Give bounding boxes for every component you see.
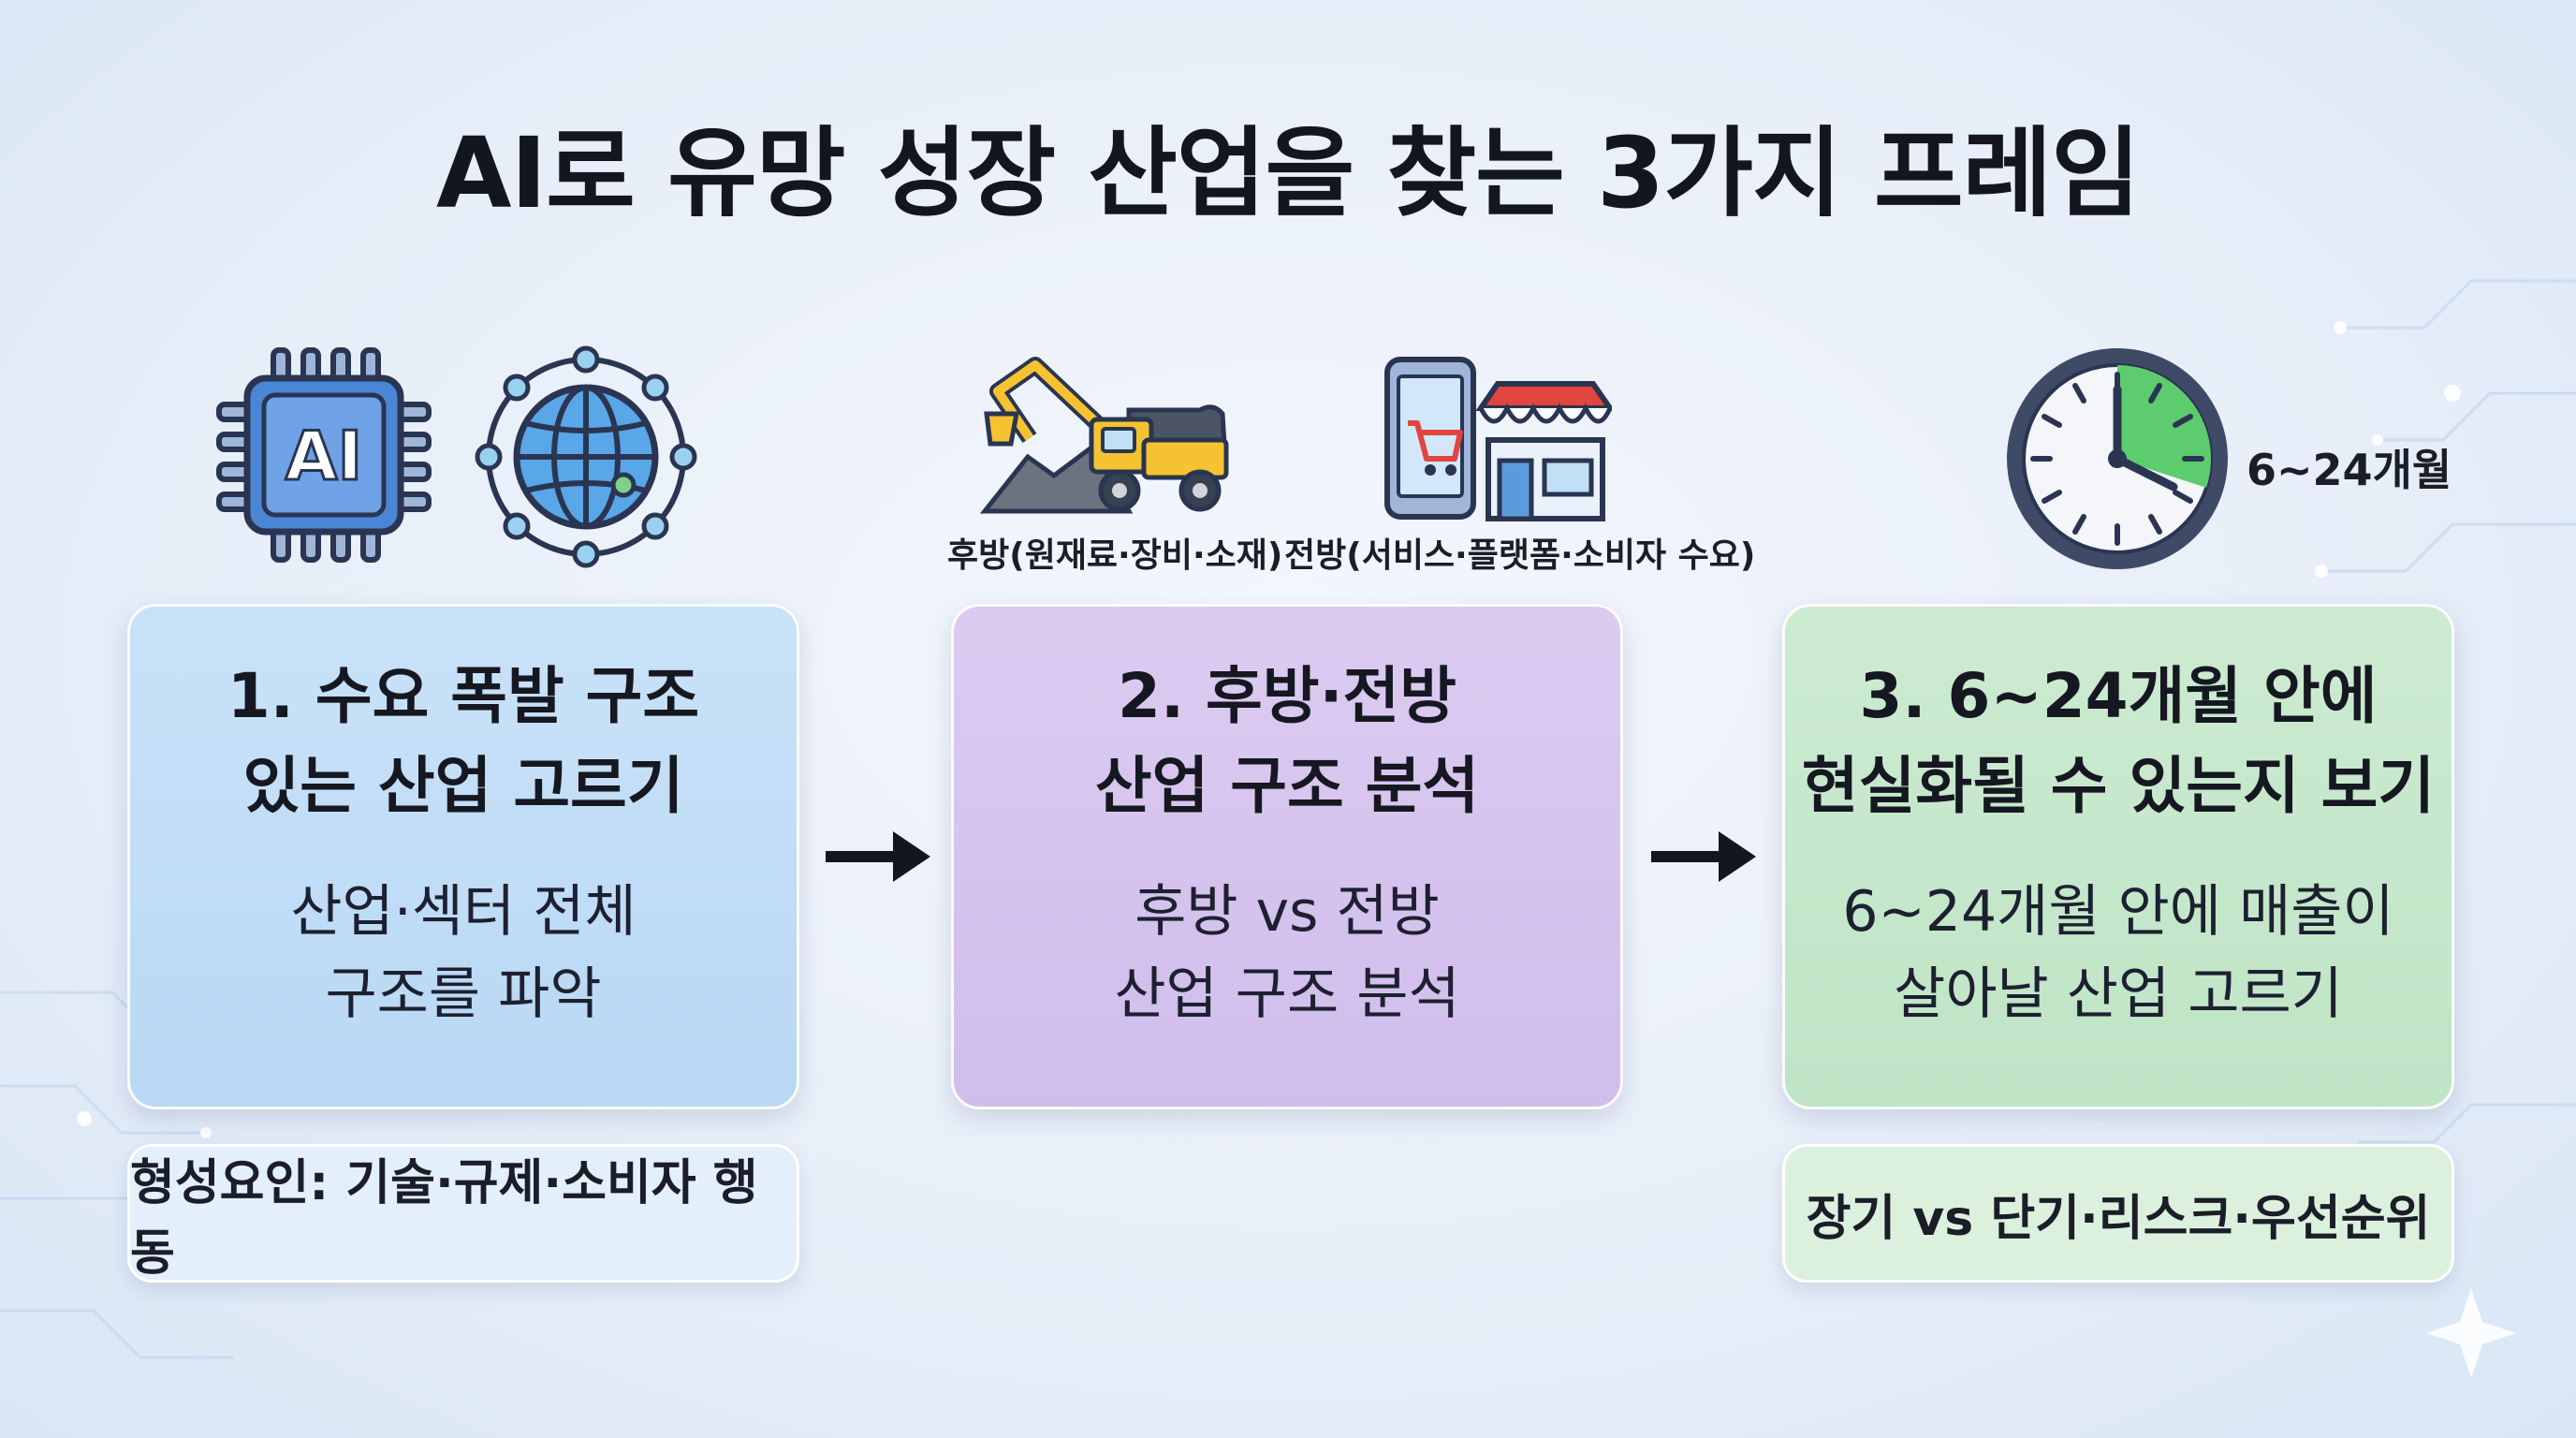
arrow-right-icon	[826, 831, 930, 882]
step-1-heading: 1. 수요 폭발 구조 있는 산업 고르기	[227, 660, 700, 822]
globe-network-icon	[475, 345, 697, 568]
step-1-description: 산업·섹터 전체 구조를 파악	[290, 879, 637, 1027]
excavator-truck-icon	[979, 357, 1229, 514]
step-2-description: 후방 vs 전방 산업 구조 분석	[1114, 879, 1460, 1027]
step-card-3: 3. 6~24개월 안에 현실화될 수 있는지 보기 6~24개월 안에 매출이…	[1782, 604, 2454, 1109]
upstream-caption: 후방(원재료·장비·소재)	[947, 536, 1283, 575]
step-2-heading: 2. 후방·전방 산업 구조 분석	[1094, 660, 1480, 822]
step-card-1: 1. 수요 폭발 구조 있는 산업 고르기 산업·섹터 전체 구조를 파악	[127, 604, 799, 1109]
chip-label: AI	[285, 417, 363, 495]
step-3-description: 6~24개월 안에 매출이 살아날 산업 고르기	[1842, 879, 2394, 1027]
phone-shop-icon	[1384, 357, 1612, 521]
formation-factors-box: 형성요인: 기술·규제·소비자 행동	[127, 1144, 799, 1283]
clock-icon	[2007, 348, 2228, 569]
timeframe-label: 6~24개월	[2247, 445, 2452, 495]
step-3-heading: 3. 6~24개월 안에 현실화될 수 있는지 보기	[1801, 660, 2436, 822]
downstream-caption: 전방(서비스·플랫폼·소비자 수요)	[1284, 536, 1756, 575]
step-card-2: 2. 후방·전방 산업 구조 분석 후방 vs 전방 산업 구조 분석	[951, 604, 1623, 1109]
page-title: AI로 유망 성장 산업을 찾는 3가지 프레임	[436, 116, 2141, 230]
arrow-right-icon	[1651, 831, 1756, 882]
ai-chip-icon: AI	[216, 347, 432, 563]
priority-factors-box: 장기 vs 단기·리스크·우선순위	[1782, 1144, 2454, 1283]
sparkle-icon	[2426, 1288, 2516, 1378]
